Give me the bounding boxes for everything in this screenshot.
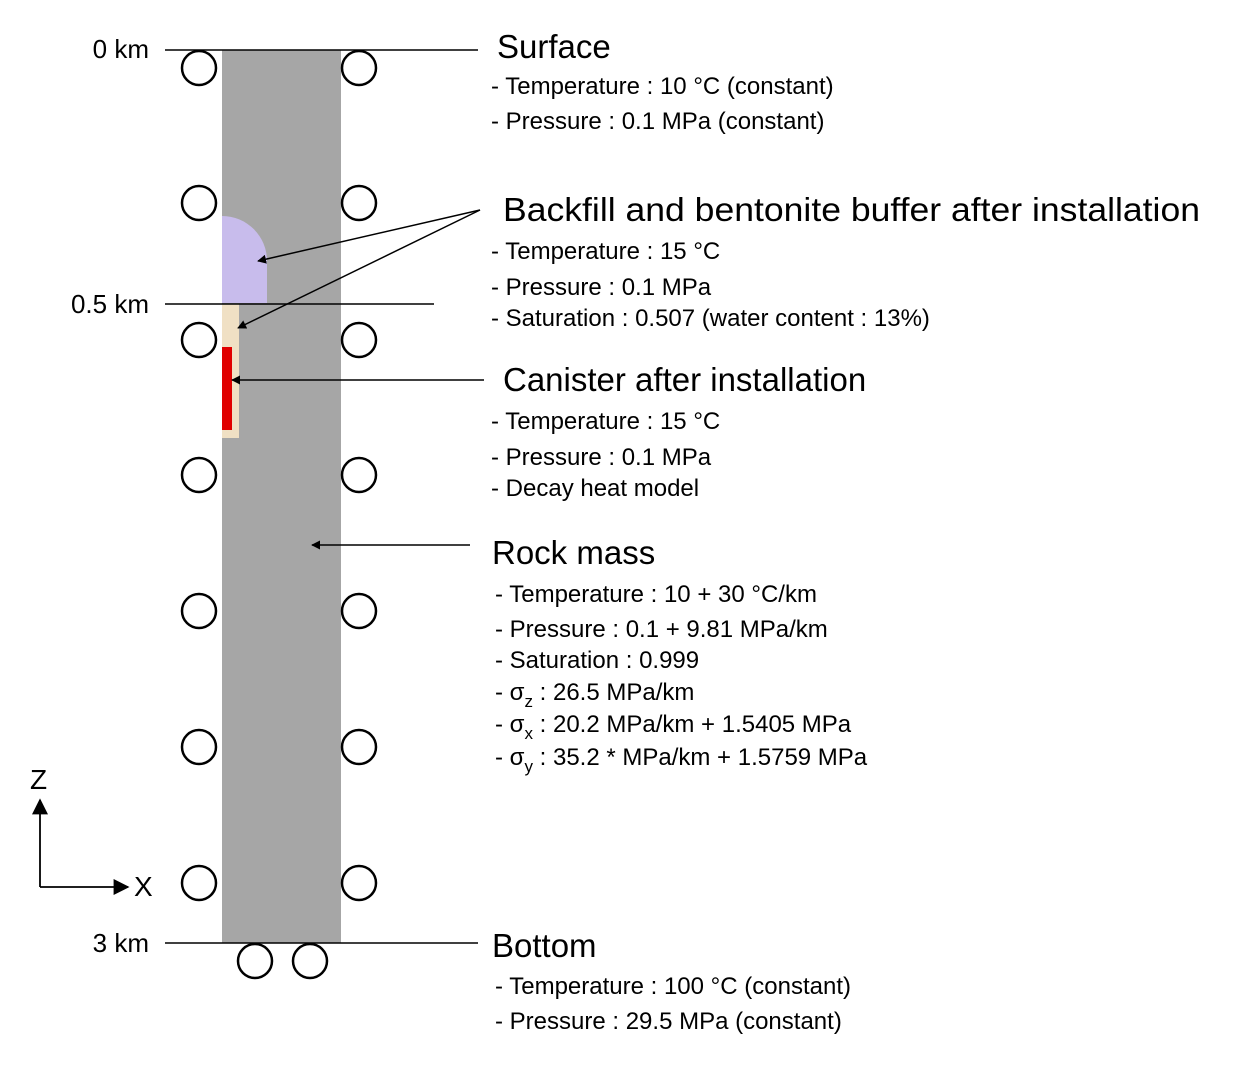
x-axis-label: X — [134, 871, 153, 902]
rock-title: Rock mass — [492, 534, 655, 571]
backfill-item-temperature: - Temperature : 15 °C — [491, 238, 720, 265]
depth-label-bottom: 3 km — [93, 928, 149, 958]
backfill-region — [222, 216, 267, 303]
roller-right-3 — [340, 321, 378, 359]
roller-right-1 — [340, 49, 378, 87]
roller-left-6 — [180, 728, 218, 766]
rock-item-saturation: - Saturation : 0.999 — [495, 647, 699, 674]
roller-right-6 — [340, 728, 378, 766]
roller-right-7 — [340, 864, 378, 902]
rock-item-stress-z: - σz : 26.5 MPa/km — [495, 679, 694, 711]
rock-mass-column — [222, 50, 341, 943]
roller-right-5 — [340, 592, 378, 630]
canister-item-temperature: - Temperature : 15 °C — [491, 408, 720, 435]
rock-item-temperature: - Temperature : 10 + 30 °C/km — [495, 581, 817, 608]
roller-left-5 — [180, 592, 218, 630]
backfill-item-saturation: - Saturation : 0.507 (water content : 13… — [491, 305, 930, 332]
surface-item-temperature: - Temperature : 10 °C (constant) — [491, 73, 834, 100]
bottom-item-pressure: - Pressure : 29.5 MPa (constant) — [495, 1008, 842, 1035]
rock-item-pressure: - Pressure : 0.1 + 9.81 MPa/km — [495, 616, 828, 643]
roller-supports — [180, 49, 378, 980]
roller-left-7 — [180, 864, 218, 902]
canister-title: Canister after installation — [503, 361, 866, 398]
coordinate-axes — [32, 798, 130, 895]
surface-item-pressure: - Pressure : 0.1 MPa (constant) — [491, 108, 824, 135]
bottom-item-temperature: - Temperature : 100 °C (constant) — [495, 973, 851, 1000]
roller-left-4 — [180, 456, 218, 494]
z-axis-label: Z — [30, 764, 47, 795]
backfill-item-pressure: - Pressure : 0.1 MPa — [491, 274, 712, 301]
canister — [222, 347, 232, 430]
roller-left-1 — [180, 49, 218, 87]
rock-item-stress-x: - σx : 20.2 MPa/km + 1.5405 MPa — [495, 711, 852, 743]
roller-right-2 — [340, 184, 378, 222]
bottom-title: Bottom — [492, 927, 597, 964]
roller-right-4 — [340, 456, 378, 494]
depth-label-repository: 0.5 km — [71, 289, 149, 319]
roller-left-2 — [180, 184, 218, 222]
surface-title: Surface — [497, 28, 611, 65]
backfill-title: Backfill and bentonite buffer after inst… — [503, 191, 1200, 228]
arrow-buffer — [237, 209, 481, 329]
rock-item-stress-y: - σy : 35.2 * MPa/km + 1.5759 MPa — [495, 744, 868, 776]
canister-item-decay-heat: - Decay heat model — [491, 475, 699, 502]
roller-left-3 — [180, 321, 218, 359]
roller-bottom-1 — [236, 942, 274, 980]
canister-item-pressure: - Pressure : 0.1 MPa — [491, 444, 712, 471]
arrow-backfill — [257, 209, 481, 264]
roller-bottom-2 — [291, 942, 329, 980]
depth-label-surface: 0 km — [93, 34, 149, 64]
